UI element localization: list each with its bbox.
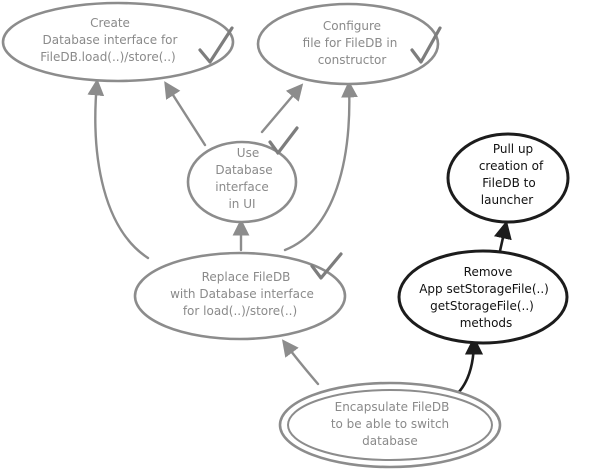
node-configure-file-shape <box>256 2 440 86</box>
node-encapsulate-inner-shape <box>287 389 493 461</box>
node-replace-filedb-line1: Replace FileDB <box>202 270 291 284</box>
node-use-interface-shape <box>186 140 298 224</box>
node-remove-methods-line3: getStorageFile(..) <box>430 299 534 313</box>
node-pull-up: Pull up creation of FileDB to launcher <box>446 132 570 224</box>
edge-encapsulate-to-replace <box>281 339 320 386</box>
node-replace-filedb-shape <box>133 251 347 341</box>
node-pull-up-line3: FileDB to <box>482 176 535 190</box>
node-use-interface-line2: Database <box>215 163 272 177</box>
node-remove-methods-line1: Remove <box>464 265 513 279</box>
node-configure-file: Configure file for FileDB in constructor <box>256 2 442 86</box>
node-replace-filedb: Replace FileDB with Database interface f… <box>133 251 347 341</box>
node-create-interface-shape <box>1 1 235 83</box>
node-create-interface-line2: Database interface for <box>43 33 178 47</box>
node-pull-up-line4: launcher <box>481 193 533 207</box>
node-pull-up-line1: Pull up <box>493 142 533 156</box>
node-use-interface-line1: Use <box>237 146 259 160</box>
node-remove-methods-shape <box>397 249 569 345</box>
node-use-interface: Use Database interface in UI <box>186 126 299 224</box>
node-encapsulate-line3: database <box>362 434 418 448</box>
node-pull-up-shape <box>446 132 570 224</box>
node-replace-filedb-line2: with Database interface <box>170 287 314 301</box>
checkmark-icon <box>310 252 343 280</box>
edge-replace-to-configure <box>283 80 358 252</box>
node-create-interface: Create Database interface for FileDB.loa… <box>1 1 235 83</box>
node-encapsulate: Encapsulate FileDB to be able to switch … <box>278 381 502 469</box>
edge-use-to-create <box>164 81 207 147</box>
node-use-interface-line4: in UI <box>228 197 255 211</box>
node-use-interface-line3: interface <box>215 180 269 194</box>
node-create-interface-line3: FileDB.load(..)/store(..) <box>40 50 175 64</box>
edges <box>87 78 512 395</box>
edge-encapsulate-to-remove <box>456 336 484 395</box>
node-create-interface-line1: Create <box>90 16 130 30</box>
checkmark-icon <box>410 26 442 64</box>
checkmark-icon <box>268 126 299 155</box>
edge-remove-to-pullup <box>493 220 512 253</box>
node-configure-file-line1: Configure <box>323 19 381 33</box>
edge-use-to-configure <box>260 83 304 134</box>
node-remove-methods: Remove App setStorageFile(..) getStorage… <box>397 249 569 345</box>
node-replace-filedb-line3: for load(..)/store(..) <box>183 304 297 318</box>
node-configure-file-line3: constructor <box>318 53 387 67</box>
node-remove-methods-line4: methods <box>460 316 513 330</box>
node-encapsulate-line1: Encapsulate FileDB <box>335 400 450 414</box>
node-configure-file-line2: file for FileDB in <box>303 36 398 50</box>
checkmark-icon <box>198 26 234 64</box>
node-remove-methods-line2: App setStorageFile(..) <box>419 282 549 296</box>
edge-replace-to-create <box>87 78 150 260</box>
node-encapsulate-line2: to be able to switch <box>331 417 449 431</box>
node-pull-up-line2: creation of <box>479 159 544 173</box>
